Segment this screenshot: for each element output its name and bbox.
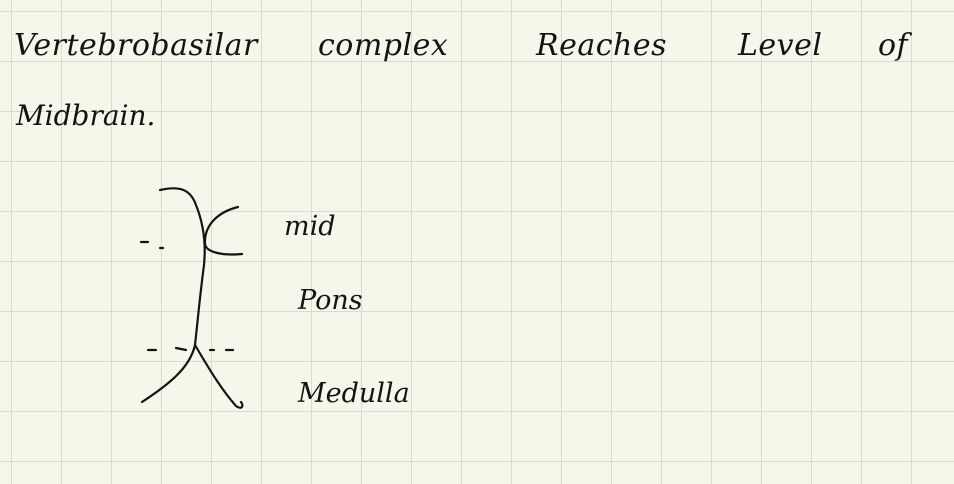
level-dash-lower-2 <box>174 346 188 352</box>
heading-word-level: Level <box>737 28 822 63</box>
heading-word-reaches: Reaches <box>535 28 667 63</box>
heading-word-complex: complex <box>318 28 448 63</box>
heading-line-midbrain: Midbrain. <box>15 99 155 132</box>
sketch-label-medulla: Medulla <box>297 378 410 409</box>
sketch-label-pons: Pons <box>297 285 363 316</box>
brainstem-right-branch-stroke <box>193 343 244 409</box>
brainstem-sketch <box>139 187 244 409</box>
midbrain-curve-stroke <box>203 205 244 256</box>
heading-word-of: of <box>878 28 913 63</box>
brainstem-outline-stroke <box>140 187 206 404</box>
heading-word-vertebrobasilar: Vertebrobasilar <box>14 28 259 63</box>
sketch-label-midbrain: mid <box>284 211 336 242</box>
